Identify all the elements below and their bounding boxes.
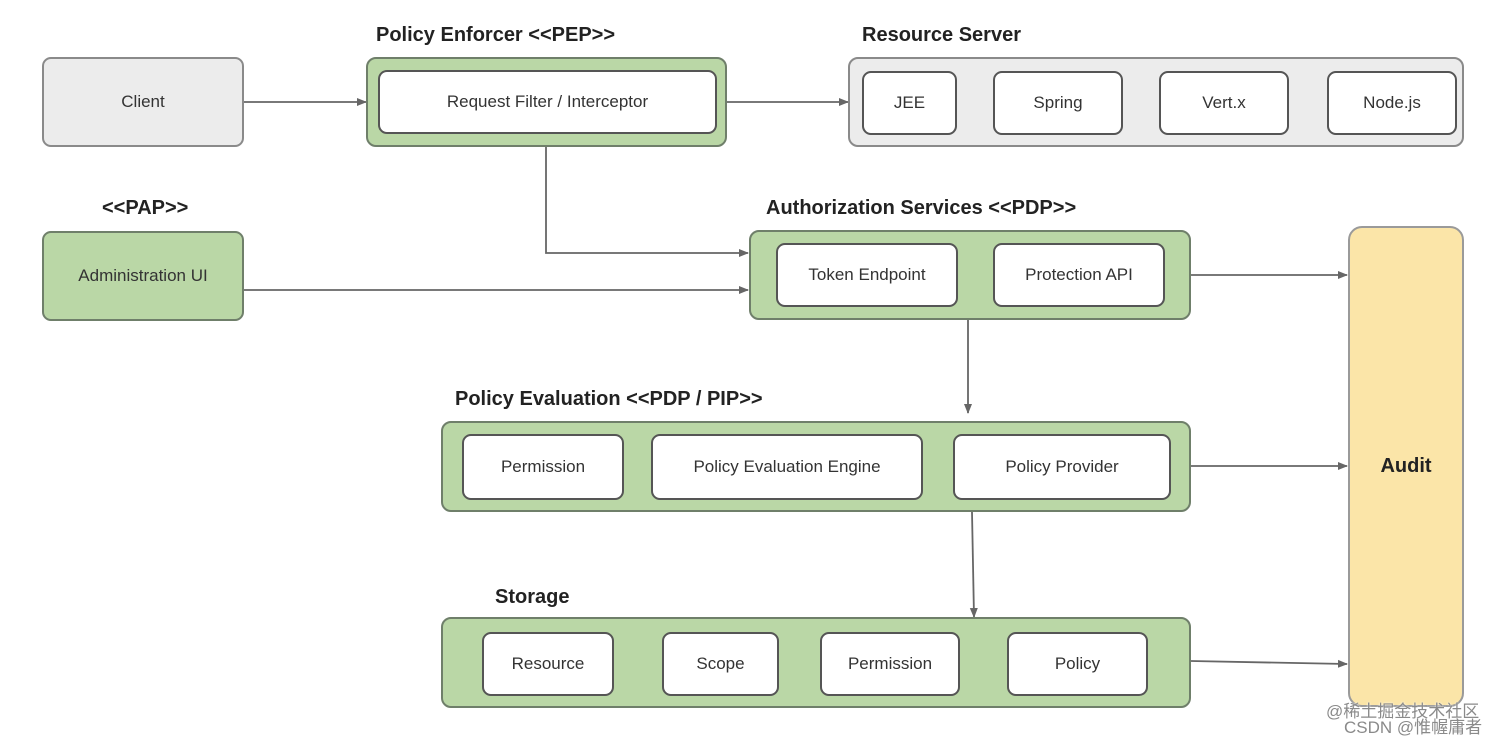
vertx-box: Vert.x (1159, 71, 1289, 135)
resource-server-title: Resource Server (862, 24, 1021, 46)
audit-box: Audit (1348, 226, 1464, 707)
pep-group: Request Filter / Interceptor (366, 57, 727, 147)
storage-resource-label: Resource (511, 654, 585, 673)
protection-api-label: Protection API (1025, 265, 1133, 284)
token-endpoint-box: Token Endpoint (776, 243, 958, 307)
watermark-line-2: CSDN @惟幄庸者 (1344, 718, 1483, 737)
jee-box: JEE (862, 71, 957, 135)
spring-label: Spring (1033, 93, 1083, 112)
administration-ui-label: Administration UI (78, 266, 208, 285)
request-filter-box: Request Filter / Interceptor (378, 70, 717, 134)
watermark-line-1: @稀土掘金技术社区 (1326, 702, 1480, 721)
policy-evaluation-engine-box: Policy Evaluation Engine (651, 434, 923, 500)
policy-eval-group: Permission Policy Evaluation Engine Poli… (441, 421, 1191, 512)
policy-provider-label: Policy Provider (1005, 457, 1119, 476)
storage-scope-label: Scope (696, 654, 745, 673)
storage-policy-box: Policy (1007, 632, 1148, 696)
administration-ui-box: Administration UI (42, 231, 244, 321)
storage-title: Storage (495, 586, 570, 608)
client-box: Client (42, 57, 244, 147)
storage-scope-box: Scope (662, 632, 779, 696)
nodejs-label: Node.js (1363, 93, 1421, 112)
resource-server-group: JEE Spring Vert.x Node.js (848, 57, 1464, 147)
storage-group: Resource Scope Permission Policy (441, 617, 1191, 708)
permission-label: Permission (500, 457, 586, 476)
vertx-label: Vert.x (1202, 93, 1246, 112)
request-filter-label: Request Filter / Interceptor (446, 92, 649, 111)
protection-api-box: Protection API (993, 243, 1165, 307)
storage-permission-label: Permission (847, 654, 933, 673)
policy-eval-title: Policy Evaluation <<PDP / PIP>> (455, 388, 763, 410)
arrow-storage-to-audit (1190, 659, 1348, 668)
spring-box: Spring (993, 71, 1123, 135)
pap-title: <<PAP>> (102, 197, 189, 219)
arrow-pep-to-authz (545, 147, 749, 257)
storage-permission-box: Permission (820, 632, 960, 696)
policy-provider-box: Policy Provider (953, 434, 1171, 500)
policy-evaluation-engine-label: Policy Evaluation Engine (693, 457, 881, 476)
client-label: Client (121, 92, 165, 111)
jee-label: JEE (893, 93, 926, 112)
audit-label: Audit (1380, 455, 1432, 477)
pep-title: Policy Enforcer <<PEP>> (376, 24, 616, 46)
permission-box: Permission (462, 434, 624, 500)
storage-resource-box: Resource (482, 632, 614, 696)
authz-title: Authorization Services <<PDP>> (766, 197, 1077, 219)
nodejs-box: Node.js (1327, 71, 1457, 135)
arrow-policy-eval-to-storage (969, 511, 978, 618)
storage-policy-label: Policy (1054, 654, 1101, 673)
token-endpoint-label: Token Endpoint (808, 265, 926, 284)
authz-group: Token Endpoint Protection API (749, 230, 1191, 320)
